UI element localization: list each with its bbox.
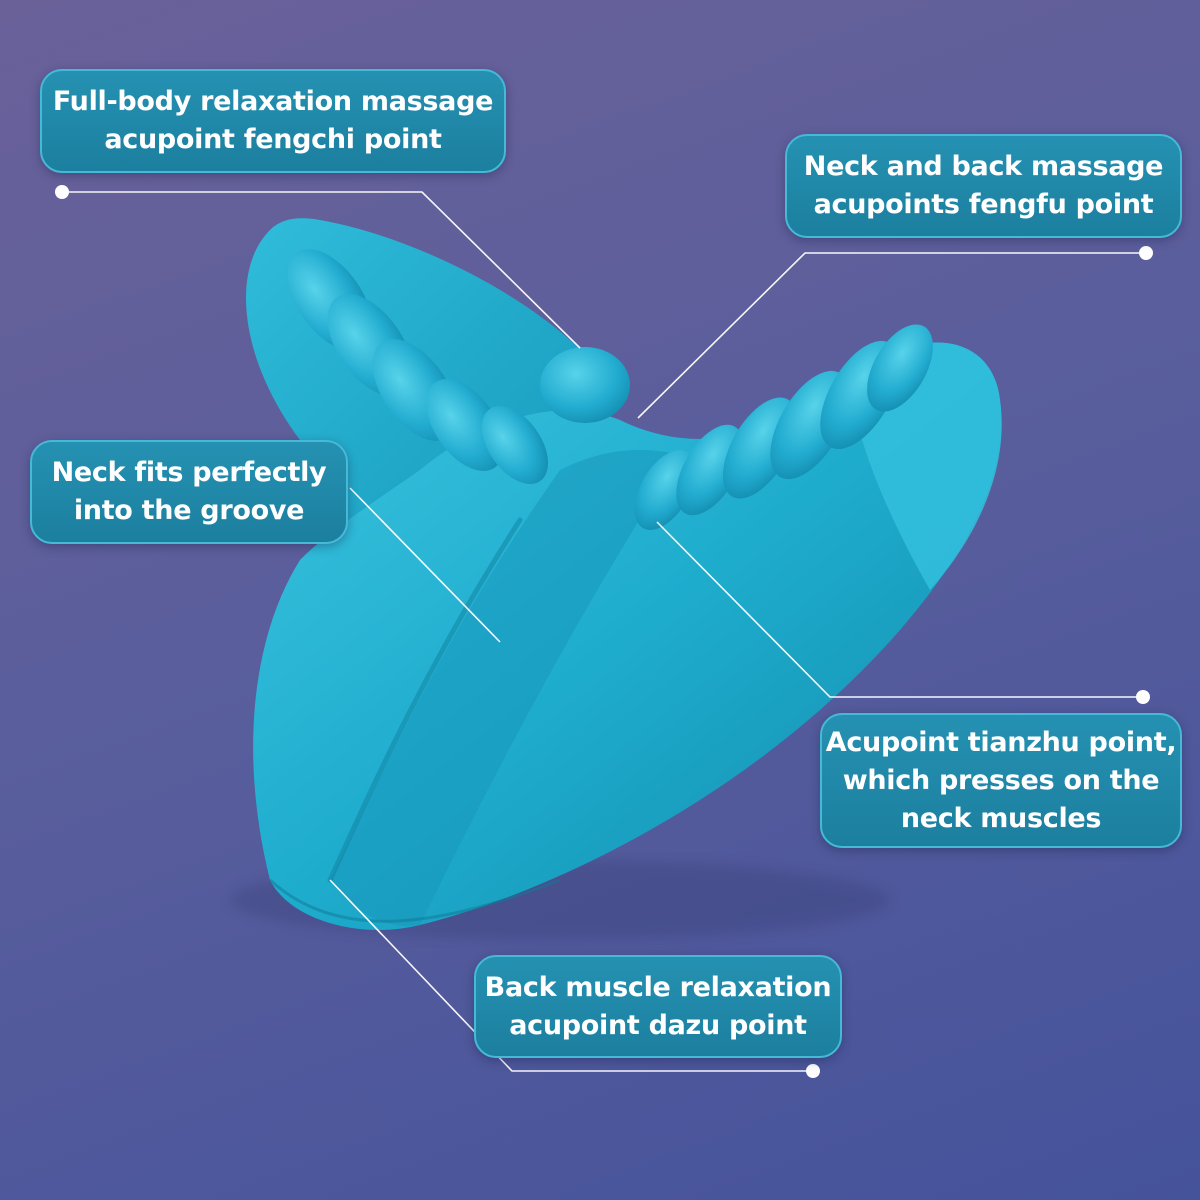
left-massage-ridges [287, 249, 549, 485]
callout-tianzhu-text: Acupoint tianzhu point, which presses on… [825, 726, 1177, 834]
leader-dot-tianzhu [1136, 690, 1150, 704]
callout-groove: Neck fits perfectly into the groove [30, 440, 348, 544]
groove [330, 450, 680, 926]
callout-tianzhu: Acupoint tianzhu point, which presses on… [820, 713, 1182, 848]
leader-dot-dazu [806, 1064, 820, 1078]
callout-groove-text: Neck fits perfectly into the groove [51, 457, 327, 526]
callout-fengfu-text: Neck and back massage acupoints fengfu p… [803, 151, 1164, 220]
leader-dot-fengfu [1139, 246, 1153, 260]
callout-dazu-text: Back muscle relaxation acupoint dazu poi… [484, 971, 832, 1041]
callout-fengchi-text: Full-body relaxation massage acupoint fe… [52, 86, 494, 155]
callout-fengfu: Neck and back massage acupoints fengfu p… [785, 134, 1182, 238]
center-bump [540, 347, 630, 423]
callout-dazu: Back muscle relaxation acupoint dazu poi… [474, 955, 842, 1058]
right-massage-ridges [634, 324, 933, 530]
callout-fengchi: Full-body relaxation massage acupoint fe… [40, 69, 506, 173]
leader-dot-fengchi [55, 185, 69, 199]
